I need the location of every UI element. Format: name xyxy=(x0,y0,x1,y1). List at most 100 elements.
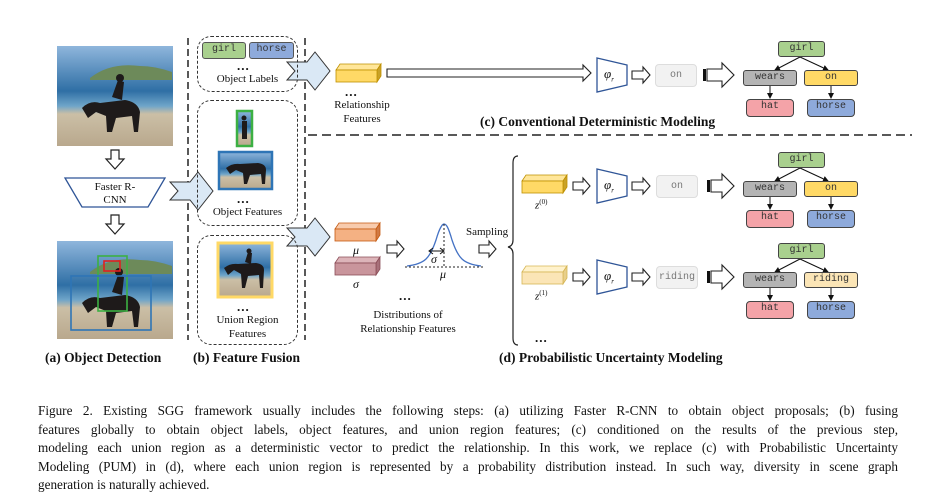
right-arrow-icon xyxy=(631,267,651,287)
faster-rcnn-label-line: Faster R- xyxy=(94,181,136,193)
union-features-title-line: Features xyxy=(228,328,267,340)
caption-line: features globally to obtain object label… xyxy=(38,421,898,437)
down-arrow-icon xyxy=(104,214,126,235)
panel-label-a: (a) Object Detection xyxy=(45,350,162,365)
union-features-group xyxy=(197,235,298,345)
graph-node-relation: on xyxy=(804,70,858,86)
graph-node-relation: wears xyxy=(743,272,797,288)
classifier-block xyxy=(596,259,628,295)
object-label-horse: horse xyxy=(249,42,294,59)
object-features-title: Object Features xyxy=(212,206,283,218)
right-arrow-icon xyxy=(478,239,497,259)
graph-node-relation: wears xyxy=(743,70,797,86)
phi-subscript: r xyxy=(611,277,614,286)
long-arrow-icon xyxy=(386,63,592,83)
relationship-feature-box xyxy=(335,62,382,84)
caption-line: Figure 2. Existing SGG framework usually… xyxy=(38,403,898,418)
graph-node-subject: girl xyxy=(778,243,825,259)
panel-label-d: (d) Probabilistic Uncertainty Modeling xyxy=(499,350,723,365)
sigma-feature-box xyxy=(334,255,381,277)
sample-z0-label: z(0) xyxy=(535,198,547,212)
phi-subscript: r xyxy=(611,75,614,84)
right-arrow-icon xyxy=(631,176,651,196)
phi-symbol: φ xyxy=(604,66,612,81)
figure-graphics xyxy=(57,38,912,346)
sampling-label: Sampling xyxy=(466,226,509,238)
graph-node-subject: girl xyxy=(778,152,825,168)
union-features-title-line: Union Region xyxy=(216,314,279,326)
sample-superscript: (0) xyxy=(539,198,548,206)
figure-caption: Figure 2. Existing SGG framework usually… xyxy=(38,402,898,495)
classifier-phi-label: φr xyxy=(604,268,614,286)
relationship-features-title: Relationship Features xyxy=(322,98,402,126)
object-labels-title: Object Labels xyxy=(216,73,279,85)
ellipsis: ... xyxy=(237,191,250,206)
sample-z-symbol: z xyxy=(535,290,540,303)
graph-node-relation: riding xyxy=(804,272,858,288)
sample-z-symbol: z xyxy=(535,199,540,212)
union-features-title: Union Region Features xyxy=(197,313,298,341)
right-arrow-icon xyxy=(572,176,591,196)
object-label-girl: girl xyxy=(202,42,246,59)
sample-z0-box xyxy=(521,173,568,195)
caption-line: modeling each union region as a determin… xyxy=(38,440,898,456)
right-arrow-icon xyxy=(386,239,405,259)
caption-line: generation is naturally achieved. xyxy=(38,477,210,493)
phi-subscript: r xyxy=(611,186,614,195)
mu-label: μ xyxy=(353,243,360,257)
graph-node-subject: girl xyxy=(778,41,825,57)
mu-feature-box xyxy=(334,221,381,243)
ellipsis: ... xyxy=(345,84,358,99)
distributions-title: Distributions of Relationship Features xyxy=(352,308,464,336)
output-arrow-icon xyxy=(707,172,735,200)
faster-rcnn-label: Faster R- CNN xyxy=(72,181,158,207)
phi-symbol: φ xyxy=(604,268,612,283)
bbox-horse xyxy=(70,275,152,331)
faster-rcnn-block xyxy=(63,177,167,208)
panel-label-b: (b) Feature Fusion xyxy=(193,350,300,365)
classifier-block xyxy=(596,57,628,93)
sample-z1-label: z(1) xyxy=(535,289,547,303)
classifier-phi-label: φr xyxy=(604,66,614,84)
graph-node-object: horse xyxy=(807,210,855,228)
gaussian-mu-label: μ xyxy=(440,267,447,281)
curly-brace xyxy=(507,155,519,346)
output-arrow-icon xyxy=(703,61,735,89)
gaussian-curve xyxy=(405,223,483,268)
classifier-block xyxy=(596,168,628,204)
sigma-label: σ xyxy=(353,277,359,291)
distributions-title-line: Relationship Features xyxy=(360,323,456,335)
ellipsis: ... xyxy=(237,58,250,73)
bbox-girl xyxy=(97,255,128,312)
panel-label-c: (c) Conventional Deterministic Modeling xyxy=(480,114,716,129)
faster-rcnn-label-line: CNN xyxy=(103,194,127,206)
ellipsis: ... xyxy=(535,330,548,345)
big-arrow-icon xyxy=(285,51,331,91)
ellipsis: ... xyxy=(399,288,412,303)
right-arrow-icon xyxy=(631,65,651,85)
distributions-title-line: Distributions of xyxy=(373,309,443,321)
object-features-group xyxy=(197,100,298,226)
object-crop-girl xyxy=(235,109,254,148)
predicted-relation: riding xyxy=(656,266,698,289)
down-arrow-icon xyxy=(104,149,126,170)
graph-node-object: horse xyxy=(807,301,855,319)
sample-z1-box xyxy=(521,264,568,286)
union-region-crop xyxy=(216,241,274,299)
gaussian-sigma-label: σ xyxy=(431,252,437,266)
graph-node-object: hat xyxy=(746,301,794,319)
classifier-phi-label: φr xyxy=(604,177,614,195)
output-arrow-icon xyxy=(707,263,735,291)
caption-line: Modeling (PUM) in (d), where each union … xyxy=(38,458,898,474)
predicted-relation: on xyxy=(655,64,697,87)
input-image xyxy=(57,46,173,146)
graph-node-relation: on xyxy=(804,181,858,197)
bbox-hat xyxy=(103,260,121,272)
graph-node-relation: wears xyxy=(743,181,797,197)
sample-superscript: (1) xyxy=(539,289,548,297)
graph-node-object: hat xyxy=(746,210,794,228)
object-crop-horse xyxy=(217,150,274,191)
detection-image xyxy=(57,241,173,339)
predicted-relation: on xyxy=(656,175,698,198)
object-labels-group xyxy=(197,36,298,92)
